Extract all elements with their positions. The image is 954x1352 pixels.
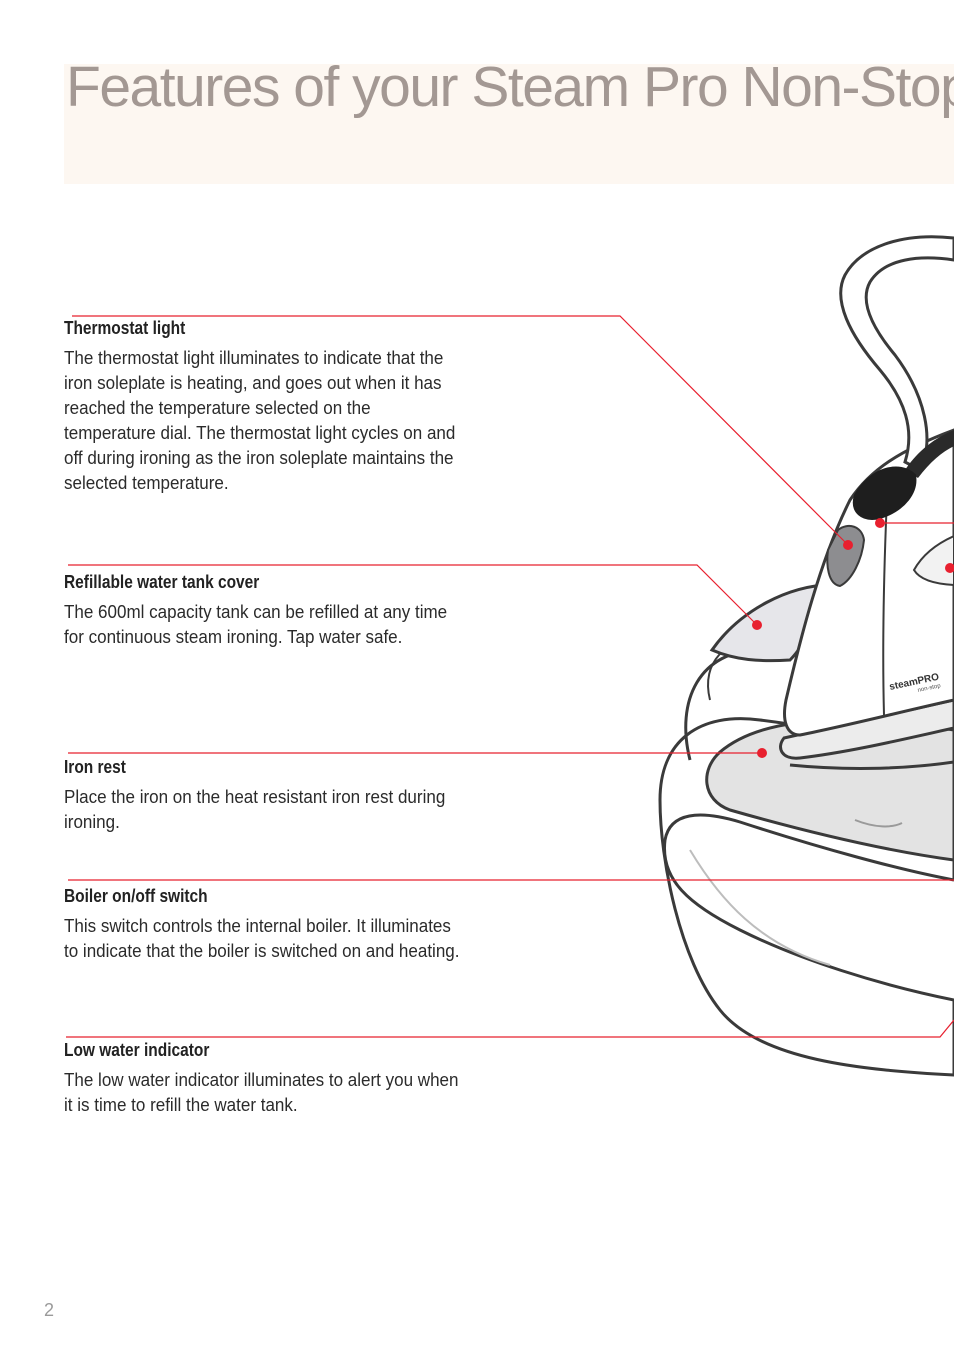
feature-heading: Low water indicator — [64, 1040, 210, 1060]
thermostat-light — [826, 524, 866, 588]
brand-logo-sub: non-stop — [917, 683, 942, 694]
title-band — [64, 64, 954, 184]
callout-dot-iron-rest — [757, 748, 767, 758]
feature-low-water-indicator: Low water indicator The low water indica… — [64, 1040, 464, 1117]
feature-body: The 600ml capacity tank can be refilled … — [64, 601, 448, 647]
feature-heading: Iron rest — [64, 757, 126, 777]
callout-line-thermostat — [72, 315, 849, 546]
feature-thermostat-light: Thermostat light The thermostat light il… — [64, 318, 464, 495]
iron-handle — [839, 235, 954, 473]
callout-line-low-water — [66, 1019, 954, 1038]
iron-soleplate — [779, 698, 954, 760]
feature-body: This switch controls the internal boiler… — [64, 915, 460, 961]
callout-dot-panel — [945, 563, 954, 573]
page-title: Features of your Steam Pro Non-Stop — [66, 55, 954, 119]
feature-heading: Boiler on/off switch — [64, 886, 208, 906]
control-panel — [912, 534, 954, 587]
feature-boiler-switch: Boiler on/off switch This switch control… — [64, 886, 464, 963]
feature-heading: Refillable water tank cover — [64, 572, 260, 592]
feature-iron-rest: Iron rest Place the iron on the heat res… — [64, 757, 464, 834]
feature-water-tank-cover: Refillable water tank cover The 600ml ca… — [64, 572, 464, 649]
feature-body: Place the iron on the heat resistant iro… — [64, 786, 446, 832]
temperature-dial — [852, 466, 917, 520]
page-number: 2 — [44, 1300, 55, 1320]
callout-line-tank — [68, 564, 758, 626]
callout-dot-dial — [875, 518, 885, 528]
feature-body: The thermostat light illuminates to indi… — [64, 347, 456, 493]
feature-body: The low water indicator illuminates to a… — [64, 1069, 459, 1115]
feature-heading: Thermostat light — [64, 318, 186, 338]
callout-dot-thermostat — [843, 540, 853, 550]
callout-dot-tank — [752, 620, 762, 630]
handle-grip — [905, 430, 954, 478]
base-front-shell — [662, 813, 954, 1002]
